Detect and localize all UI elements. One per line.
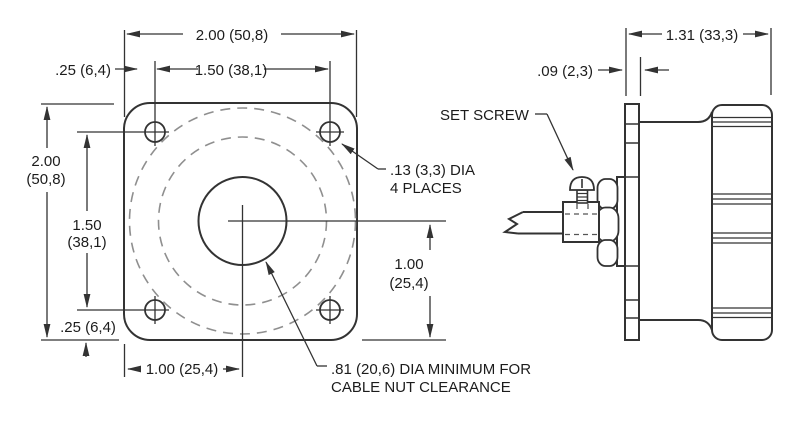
dim-hole-span-v: 1.50 (38,1) [67, 134, 107, 308]
mounting-hole-bottom-right [316, 296, 344, 324]
dim-depth: 1.31 (33,3) [625, 27, 772, 96]
dim-edge-offset-top-label: .25 (6,4) [55, 62, 111, 79]
side-view: 1.31 (33,3) .09 (2,3) SET SCREW [440, 27, 773, 341]
mounting-hole-top-left [77, 61, 169, 146]
mounting-hole-bottom-left [77, 296, 169, 324]
note-center-clearance-label-2: CABLE NUT CLEARANCE [331, 379, 511, 396]
dim-width-top-label: 2.00 (50,8) [196, 27, 269, 44]
dim-height-left-label-2: (50,8) [26, 171, 65, 188]
note-center-clearance-label-1: .81 (20,6) DIA MINIMUM FOR [331, 361, 531, 378]
dim-center-offset-y-label-1: 1.00 [394, 256, 423, 273]
dim-height-left: 2.00 (50,8) [26, 103, 119, 341]
knob-knurl-bands [713, 116, 771, 319]
cable-hidden-lines [565, 204, 598, 236]
note-hole-diameter-label-1: .13 (3,3) DIA [390, 162, 475, 179]
dim-center-offset-y-label-2: (25,4) [389, 275, 428, 292]
set-screw [569, 176, 595, 204]
dim-edge-offset-bottom: .25 (6,4) [60, 319, 116, 357]
dim-hole-span-v-label-2: (38,1) [67, 234, 106, 251]
front-view: 2.00 (50,8) 1.50 (38,1) .25 (6,4) 2.00 (… [26, 27, 531, 396]
set-screw-label: SET SCREW [440, 107, 530, 124]
dim-flange-thickness-label: .09 (2,3) [537, 63, 593, 80]
dim-edge-offset-top: .25 (6,4) [55, 62, 138, 79]
note-hole-diameter: .13 (3,3) DIA 4 PLACES [341, 143, 475, 197]
dim-width-top: 2.00 (50,8) [123, 27, 358, 117]
dim-height-left-label-1: 2.00 [31, 153, 60, 170]
dim-depth-label: 1.31 (33,3) [666, 27, 739, 44]
mounting-hole-top-right [316, 61, 344, 146]
cable [502, 211, 563, 235]
dim-hole-span-h: 1.50 (38,1) [156, 62, 329, 79]
dim-flange-thickness: .09 (2,3) [537, 57, 669, 96]
set-screw-callout: SET SCREW [440, 107, 574, 171]
knob-outline [711, 104, 773, 341]
dim-center-offset-y: 1.00 (25,4) [362, 224, 446, 341]
knob-hub-top-edge [639, 111, 713, 123]
cable-break-symbol [502, 211, 524, 235]
note-center-clearance: .81 (20,6) DIA MINIMUM FOR CABLE NUT CLE… [265, 261, 531, 396]
note-hole-diameter-label-2: 4 PLACES [390, 180, 462, 197]
dim-center-offset-x-label: 1.00 (25,4) [146, 361, 219, 378]
dim-edge-offset-bottom-label: .25 (6,4) [60, 319, 116, 336]
dim-center-offset-x: 1.00 (25,4) [123, 344, 240, 378]
flange-plate-edge [624, 103, 640, 341]
dim-hole-span-h-label: 1.50 (38,1) [195, 62, 268, 79]
dim-hole-span-v-label-1: 1.50 [72, 217, 101, 234]
cable-clamp-body [562, 201, 600, 243]
knob-hub-bottom-edge [639, 319, 713, 331]
flange-hole-edge-ticks [625, 123, 639, 319]
